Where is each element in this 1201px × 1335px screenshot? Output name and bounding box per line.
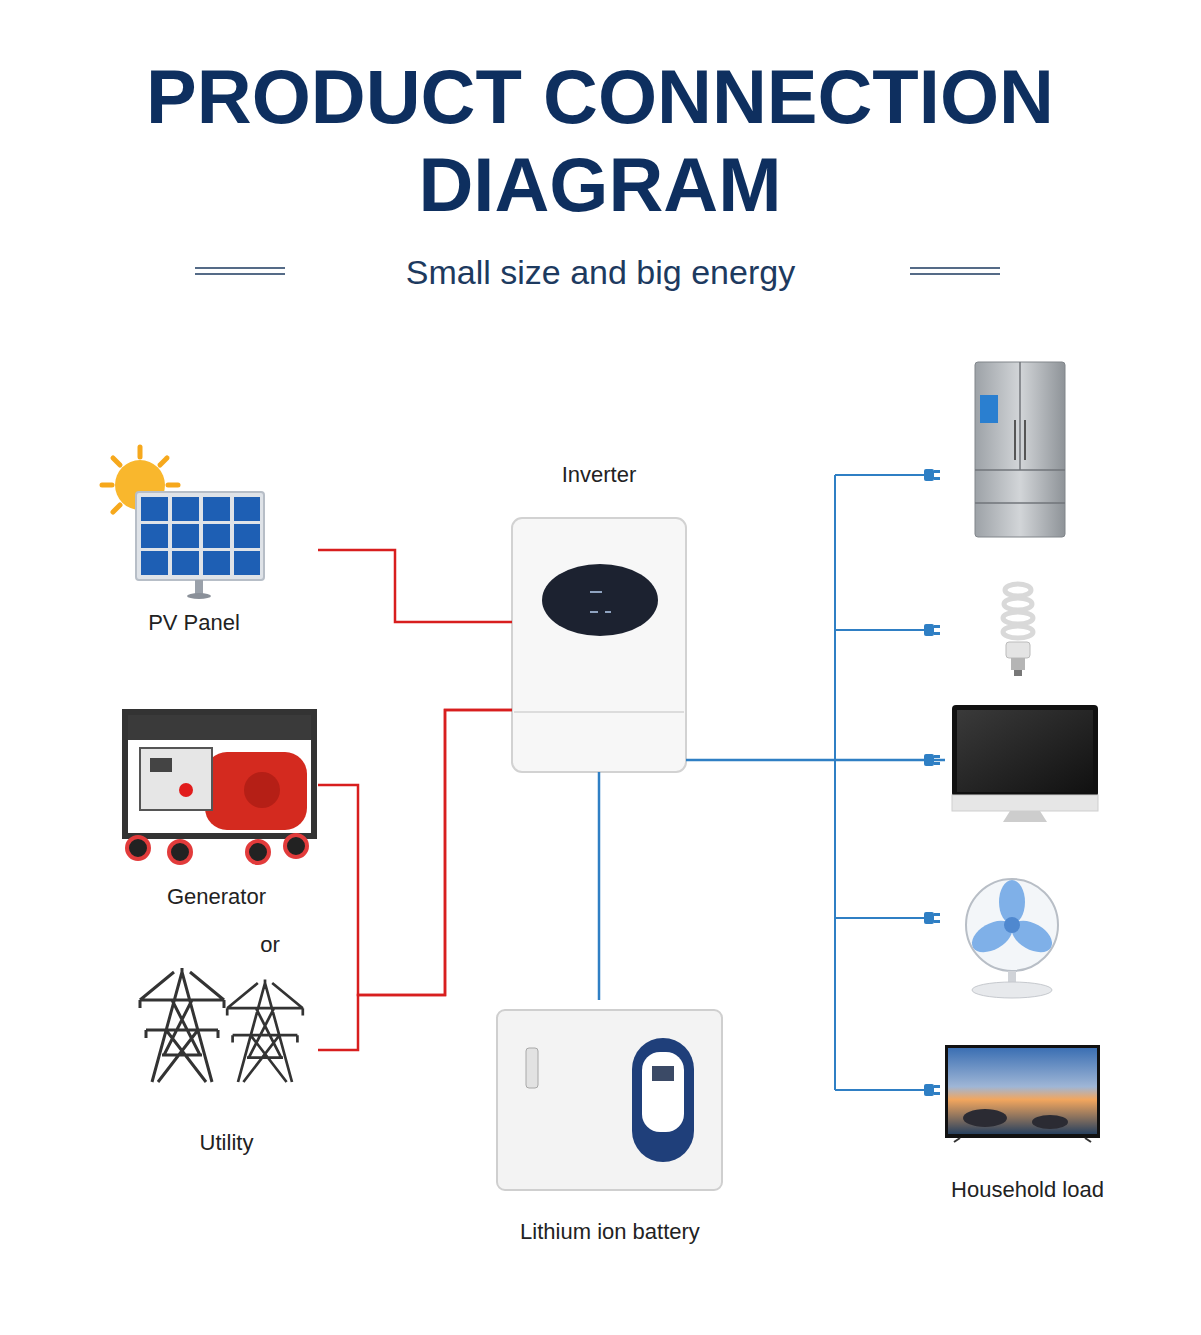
node-label: Generator xyxy=(167,884,266,910)
wire-connector xyxy=(318,710,512,1050)
node-label: Inverter xyxy=(562,462,637,488)
monitor-icon xyxy=(952,705,1098,822)
fridge-icon xyxy=(975,362,1065,537)
wire-connector xyxy=(318,550,512,622)
node-label: Household load xyxy=(951,1177,1104,1203)
pv-panel-icon xyxy=(102,447,264,599)
diagram-title: PRODUCT CONNECTION DIAGRAM xyxy=(100,53,1100,229)
wire-connector xyxy=(318,710,512,995)
tv-icon xyxy=(945,1045,1100,1142)
utility-pylons xyxy=(140,968,303,1082)
wire-connector xyxy=(598,772,601,1000)
load-bus xyxy=(835,475,924,1090)
pv-panel-node: PV Panel xyxy=(70,442,318,642)
fan-icon xyxy=(966,879,1058,998)
household-load-node: Household load xyxy=(945,352,1110,1209)
wire-connector xyxy=(686,759,945,762)
plug-symbols xyxy=(924,469,940,1096)
node-label: PV Panel xyxy=(148,610,240,636)
node-label: Lithium ion battery xyxy=(520,1219,700,1245)
battery-icon xyxy=(497,1010,722,1190)
bulb-icon xyxy=(1003,584,1033,676)
battery-node: Lithium ion battery xyxy=(495,1000,725,1251)
utility-node: Utility xyxy=(135,962,318,1162)
or-label: or xyxy=(245,932,295,958)
inverter-node: Inverter xyxy=(512,518,686,772)
node-label: Utility xyxy=(200,1130,254,1156)
generator-node: Generator xyxy=(115,700,318,916)
inverter-icon xyxy=(512,518,686,772)
subtitle: Small size and big energy xyxy=(0,252,1201,292)
generator-icon xyxy=(124,712,314,863)
